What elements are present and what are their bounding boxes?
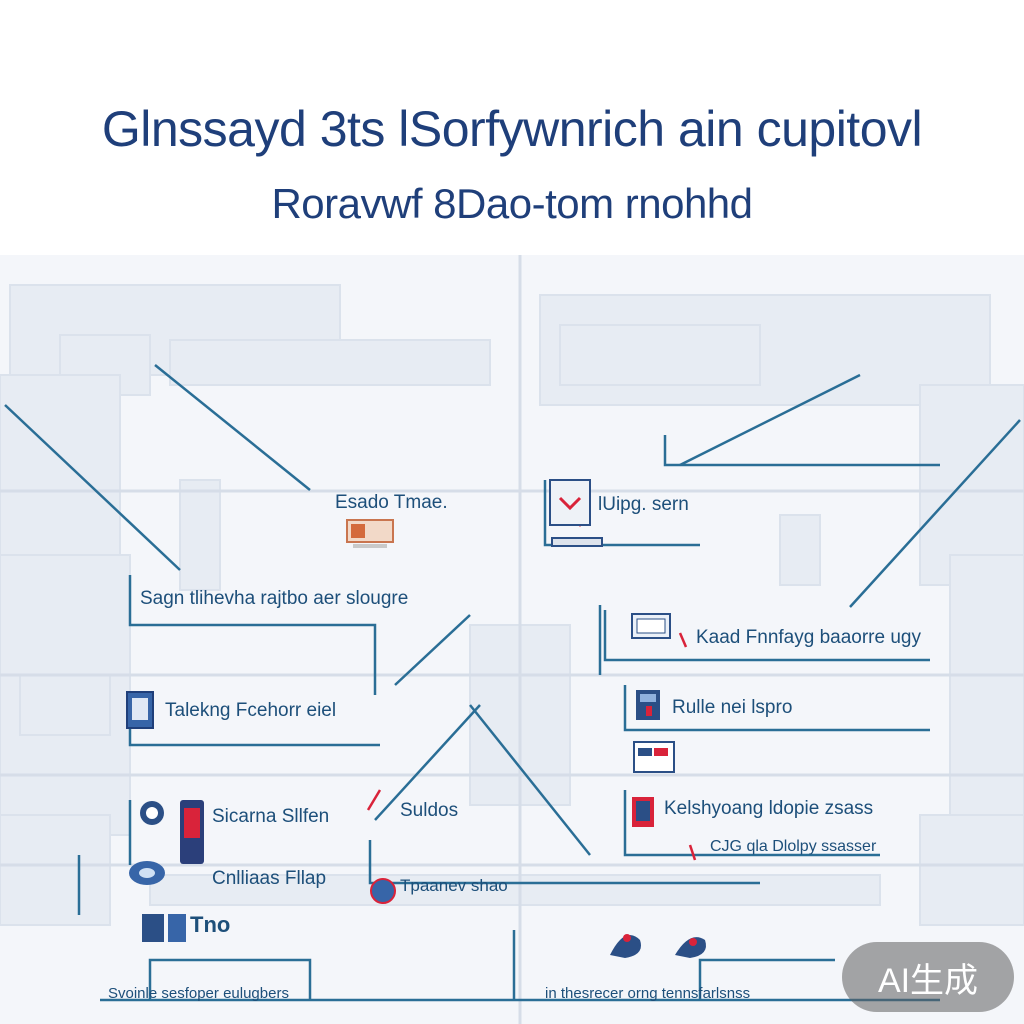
label-suldos: Suldos [400, 800, 459, 821]
tools-icon [142, 914, 186, 942]
server-icon [636, 690, 660, 720]
label-cjg: CJG qla Dlolpy ssasser [710, 838, 877, 855]
label-lipg: lUipg. sern [598, 494, 689, 515]
label-svoinle: Svoinle sesfoper eulugbers [108, 985, 289, 1002]
globe-icon [370, 878, 396, 904]
label-talekng: Talekng Fcehorr eiel [165, 700, 337, 721]
label-kelshyoang: Kelshyoang ldopie zsass [664, 798, 874, 819]
diagram-subtitle: Roravwf 8Dao-tom rnohhd [271, 180, 753, 227]
robot-icon [610, 934, 706, 958]
label-tpaanev: Tpaanev shao [400, 876, 508, 895]
label-esado: Esado Tmae. [335, 492, 448, 513]
ai-generated-badge: AI生成 [842, 942, 1014, 1012]
label-sicarna: Sicarna Sllfen [212, 806, 330, 827]
storage-icon [633, 741, 675, 773]
phone-icon [180, 800, 204, 864]
device-icon [126, 691, 154, 729]
label-tno: Tno [190, 912, 231, 937]
label-rulle: Rulle nei lspro [672, 697, 793, 718]
tablet-icon [632, 797, 654, 827]
router-icon [549, 479, 603, 547]
terminal-icon [346, 519, 394, 548]
cloud-icon [129, 861, 165, 885]
label-in-thesrecer: in thesrecer orng tennsfarlsnss [545, 985, 751, 1002]
blueprint-background [0, 255, 1024, 1024]
monitor-icon [631, 613, 671, 639]
diagram-title: Glnssayd 3ts lSorfywnrich ain cupitovl [101, 101, 923, 157]
label-cnlliaas: Cnlliaas Fllap [212, 868, 327, 889]
label-sagn: Sagn tlihevha rajtbo aer slougre [140, 588, 409, 609]
camera-icon [140, 801, 164, 825]
label-kaad: Kaad Fnnfayg baaorre ugy [696, 627, 921, 648]
